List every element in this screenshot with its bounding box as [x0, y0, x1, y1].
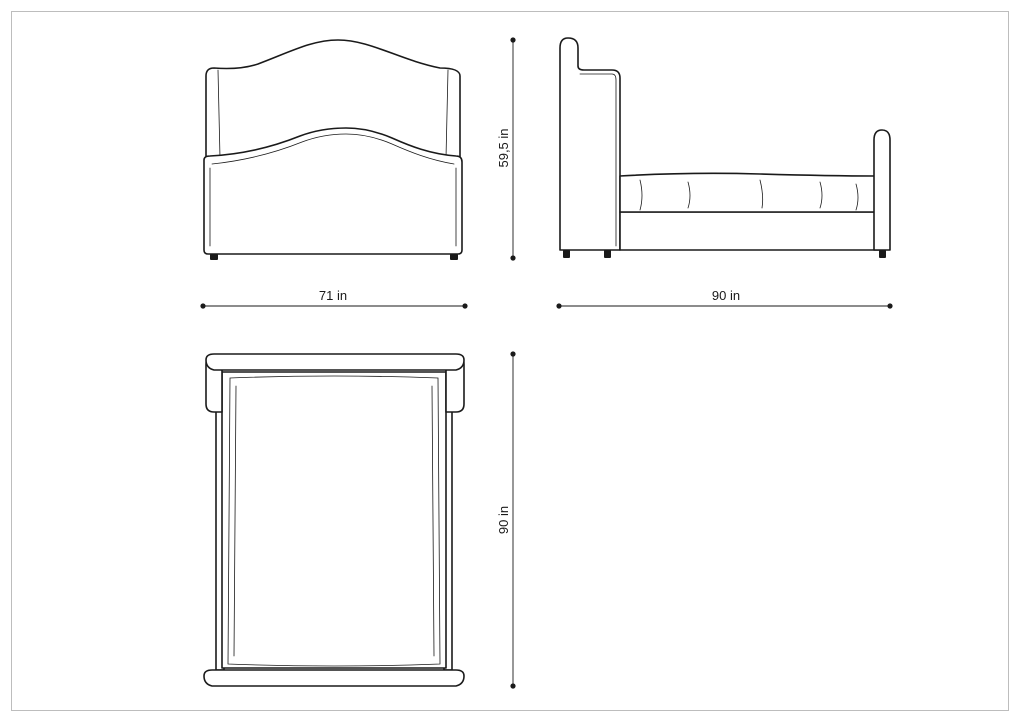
side-footboard	[873, 129, 891, 251]
front-height-dimension: 59,5 in	[496, 37, 516, 261]
front-foot-left	[210, 254, 218, 260]
front-footboard-inner	[209, 133, 457, 247]
top-mattress-edge	[227, 375, 441, 667]
side-length-dimension: 90 in	[556, 288, 893, 309]
front-width-dimension: 71 in	[200, 288, 468, 309]
top-footboard	[203, 669, 465, 687]
side-foot-1	[563, 250, 570, 258]
top-length-label: 90 in	[496, 506, 511, 534]
drawing-frame	[11, 11, 1009, 711]
top-view	[203, 353, 465, 687]
side-foot-2	[604, 250, 611, 258]
side-view	[559, 37, 891, 258]
front-foot-right	[450, 254, 458, 260]
top-mattress	[221, 371, 447, 669]
front-wing-right-line	[445, 69, 449, 159]
side-headboard-inner	[579, 73, 617, 247]
top-headboard	[205, 353, 465, 371]
side-headboard	[559, 37, 621, 251]
side-length-label: 90 in	[712, 288, 740, 303]
front-width-label: 71 in	[319, 288, 347, 303]
side-mattress	[619, 172, 877, 213]
front-wing-left-line	[217, 69, 221, 159]
front-view	[203, 39, 463, 260]
side-frame	[619, 211, 881, 251]
side-mattress-folds	[639, 179, 859, 211]
top-length-dimension: 90 in	[496, 351, 516, 689]
front-height-label: 59,5 in	[496, 128, 511, 167]
side-foot-3	[879, 250, 886, 258]
front-footboard	[203, 127, 463, 255]
front-headboard	[205, 39, 461, 161]
